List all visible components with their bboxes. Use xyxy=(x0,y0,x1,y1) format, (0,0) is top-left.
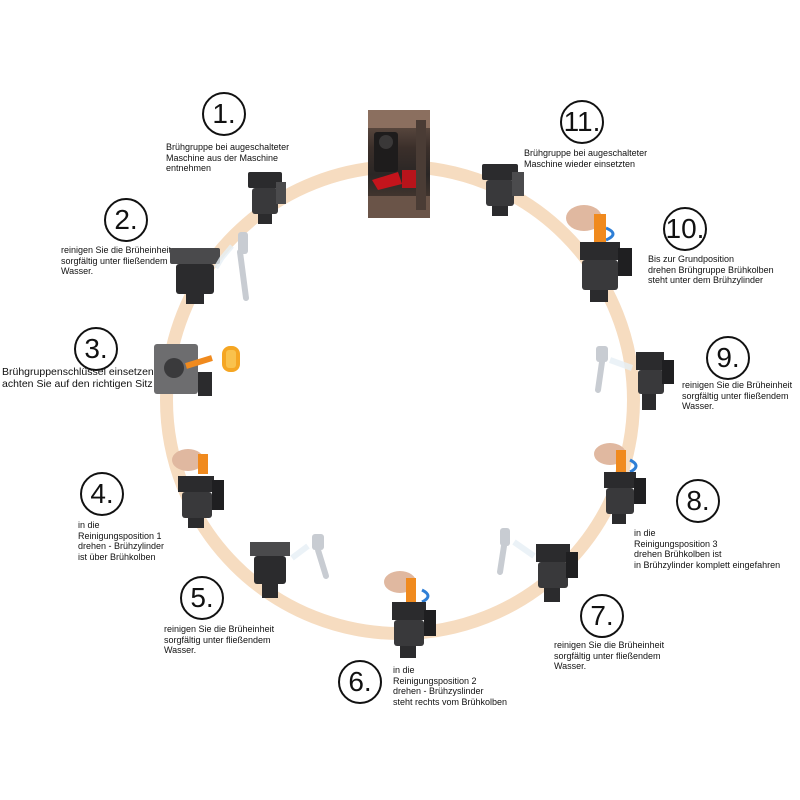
turn-base-position-icon xyxy=(566,205,632,302)
step-7-number: 7. xyxy=(580,594,624,638)
rinse-unit-icon xyxy=(250,534,329,598)
step-4-number: 4. xyxy=(80,472,124,516)
step-1-text: Brühgruppe bei augeschalteter Maschine a… xyxy=(166,142,290,173)
step-6-number: 6. xyxy=(338,660,382,704)
step-9-number: 9. xyxy=(706,336,750,380)
step-5-text: reinigen Sie die Brüheinheit sorgfältig … xyxy=(164,624,275,655)
step-8-text: in die Reinigungsposition 3 drehen Brühk… xyxy=(634,528,781,570)
turn-position-2-icon xyxy=(384,571,436,658)
step-11-text: Brühgruppe bei augeschalteter Maschine w… xyxy=(524,148,648,169)
turn-position-3-icon xyxy=(594,443,646,524)
step-8-number: 8. xyxy=(676,479,720,523)
step-4-text: in die Reinigungsposition 1 drehen - Brü… xyxy=(78,520,165,562)
step-7-text: reinigen Sie die Brüheinheit sorgfältig … xyxy=(554,640,665,671)
step-2-text: reinigen Sie die Brüheinheit sorgfältig … xyxy=(61,245,172,276)
step-2-number: 2. xyxy=(104,198,148,242)
brew-unit-icon xyxy=(248,172,286,224)
step-11-number: 11. xyxy=(560,100,604,144)
step-1-number: 1. xyxy=(202,92,246,136)
machine-photo xyxy=(368,110,430,218)
step-10-text: Bis zur Grundposition drehen Brühgruppe … xyxy=(648,254,774,285)
step-3-number: 3. xyxy=(74,327,118,371)
step-9-text: reinigen Sie die Brüheinheit sorgfältig … xyxy=(682,380,793,411)
step-3-text: Brühgruppenschlüssel einsetzen achten Si… xyxy=(2,366,154,390)
brew-unit-icon xyxy=(482,164,524,216)
brew-key-icon xyxy=(154,344,240,396)
rinse-unit-icon xyxy=(595,346,674,410)
rinse-unit-icon xyxy=(170,232,249,304)
step-6-text: in die Reinigungsposition 2 drehen - Brü… xyxy=(393,665,508,707)
turn-position-1-icon xyxy=(172,449,224,528)
step-10-number: 10. xyxy=(663,207,707,251)
step-5-number: 5. xyxy=(180,576,224,620)
rinse-unit-icon xyxy=(497,528,578,602)
